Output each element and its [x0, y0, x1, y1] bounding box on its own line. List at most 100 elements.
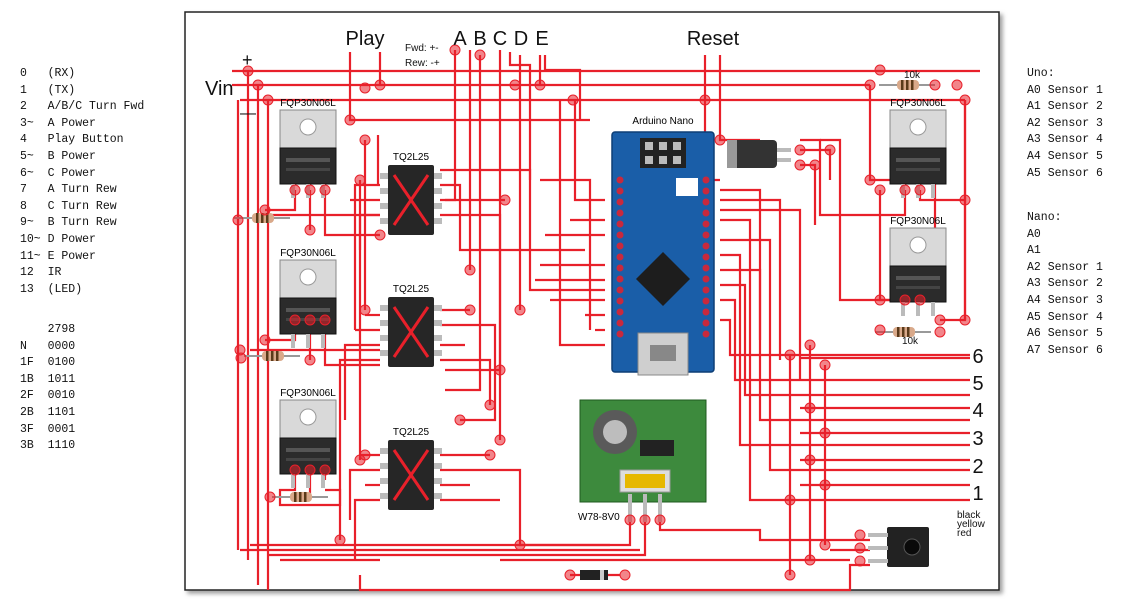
junction-dot [639, 514, 651, 526]
wire [720, 198, 782, 360]
motor-letter-label: D [514, 28, 528, 50]
sensor-number-label: 5 [972, 373, 983, 395]
ir-receiver [868, 527, 929, 567]
play-label: Play [346, 28, 385, 50]
motor-letter-label: C [493, 28, 507, 50]
junction-dot [959, 194, 971, 206]
junction-dot [264, 491, 276, 503]
pin-map-row: 10~ D Power [20, 232, 96, 246]
junction-dot [304, 314, 316, 326]
hbridge-label: TQ2L25 [393, 284, 430, 295]
minus-label: — [240, 105, 256, 122]
junction-dot [454, 414, 466, 426]
resistor [244, 351, 300, 361]
junction-dot [899, 184, 911, 196]
junction-dot [344, 114, 356, 126]
junction-dot [514, 539, 526, 551]
junction-dot [819, 479, 831, 491]
junction-dot [819, 427, 831, 439]
uno-sensor-row: A1 Sensor 2 [1027, 100, 1103, 114]
mosfet-label: FQP30N06L [890, 216, 946, 227]
junction-dot [262, 94, 274, 106]
wire [558, 100, 605, 347]
junction-dot [819, 359, 831, 371]
nano-sensor-row: A7 Sensor 6 [1027, 343, 1103, 357]
rew-label: Rew: -+ [405, 58, 440, 69]
plus-label: + [242, 50, 253, 70]
resistor [234, 213, 290, 223]
wire [540, 178, 592, 330]
nano-sensor-row: A4 Sensor 3 [1027, 293, 1103, 307]
wire [573, 100, 605, 202]
pin-map-row: 11~ E Power [20, 249, 96, 263]
nano-sensor-row: A2 Sensor 1 [1027, 260, 1103, 274]
junction-dot [959, 314, 971, 326]
wire [720, 298, 970, 382]
wire [720, 218, 970, 502]
motor-letter-label: E [535, 28, 548, 50]
wire [268, 520, 647, 557]
junction-dot [794, 144, 806, 156]
junction-dot [784, 494, 796, 506]
junction-dot [499, 194, 511, 206]
wire [440, 358, 492, 405]
hbridge-label: TQ2L25 [393, 152, 430, 163]
wire [720, 318, 970, 357]
junction-dot [242, 65, 254, 77]
mosfet [889, 227, 947, 316]
junction-dot [334, 534, 346, 546]
junction-dot [654, 514, 666, 526]
junction-dot [289, 314, 301, 326]
wire [440, 323, 497, 422]
vin-label: Vin [205, 78, 234, 100]
junction-dot [854, 555, 866, 567]
junction-dot [864, 79, 876, 91]
junction-dot [374, 229, 386, 241]
uno-sensor-row: A3 Sensor 4 [1027, 133, 1103, 147]
junction-dot [619, 569, 631, 581]
truth-row: 1B 1011 [20, 372, 76, 386]
junction-dot [484, 399, 496, 411]
wire [440, 183, 585, 252]
ir-wire-label: red [957, 528, 971, 539]
junction-dot [304, 354, 316, 366]
junction-dot [564, 569, 576, 581]
mosfet-label: FQP30N06L [280, 388, 336, 399]
wire [720, 208, 802, 380]
truth-row: 3B 1110 [20, 439, 76, 453]
junction-dot [494, 364, 506, 376]
resistor-label: 10k [904, 70, 921, 81]
junction-dot [509, 79, 521, 91]
junction-dot [864, 174, 876, 186]
junction-dot [304, 464, 316, 476]
mosfet-label: FQP30N06L [890, 98, 946, 109]
pin-map-row: 13 (LED) [20, 282, 83, 296]
junction-dot [289, 464, 301, 476]
junction-dot [319, 314, 331, 326]
wire-junctions [232, 44, 971, 581]
wire [353, 498, 380, 560]
wire [820, 138, 905, 302]
truth-row: N 0000 [20, 339, 76, 353]
wire [508, 52, 532, 180]
pin-map-row: 5~ B Power [20, 149, 96, 163]
ir-wire-label: black [957, 510, 981, 521]
junction-dot [824, 144, 836, 156]
junction-dot [232, 214, 244, 226]
nano-title: Nano: [1027, 211, 1062, 224]
motor-letter-label: B [473, 28, 486, 50]
junction-dot [819, 539, 831, 551]
junction-dot [474, 49, 486, 61]
nano-label: Arduino Nano [632, 116, 694, 127]
junction-dot [804, 554, 816, 566]
wire [323, 190, 380, 237]
hbridge-chip [380, 297, 442, 367]
arduino-nano-board [611, 131, 715, 376]
fwd-label: Fwd: +- [405, 43, 439, 54]
junction-dot [959, 94, 971, 106]
junction-dot [289, 184, 301, 196]
wire [720, 268, 970, 422]
